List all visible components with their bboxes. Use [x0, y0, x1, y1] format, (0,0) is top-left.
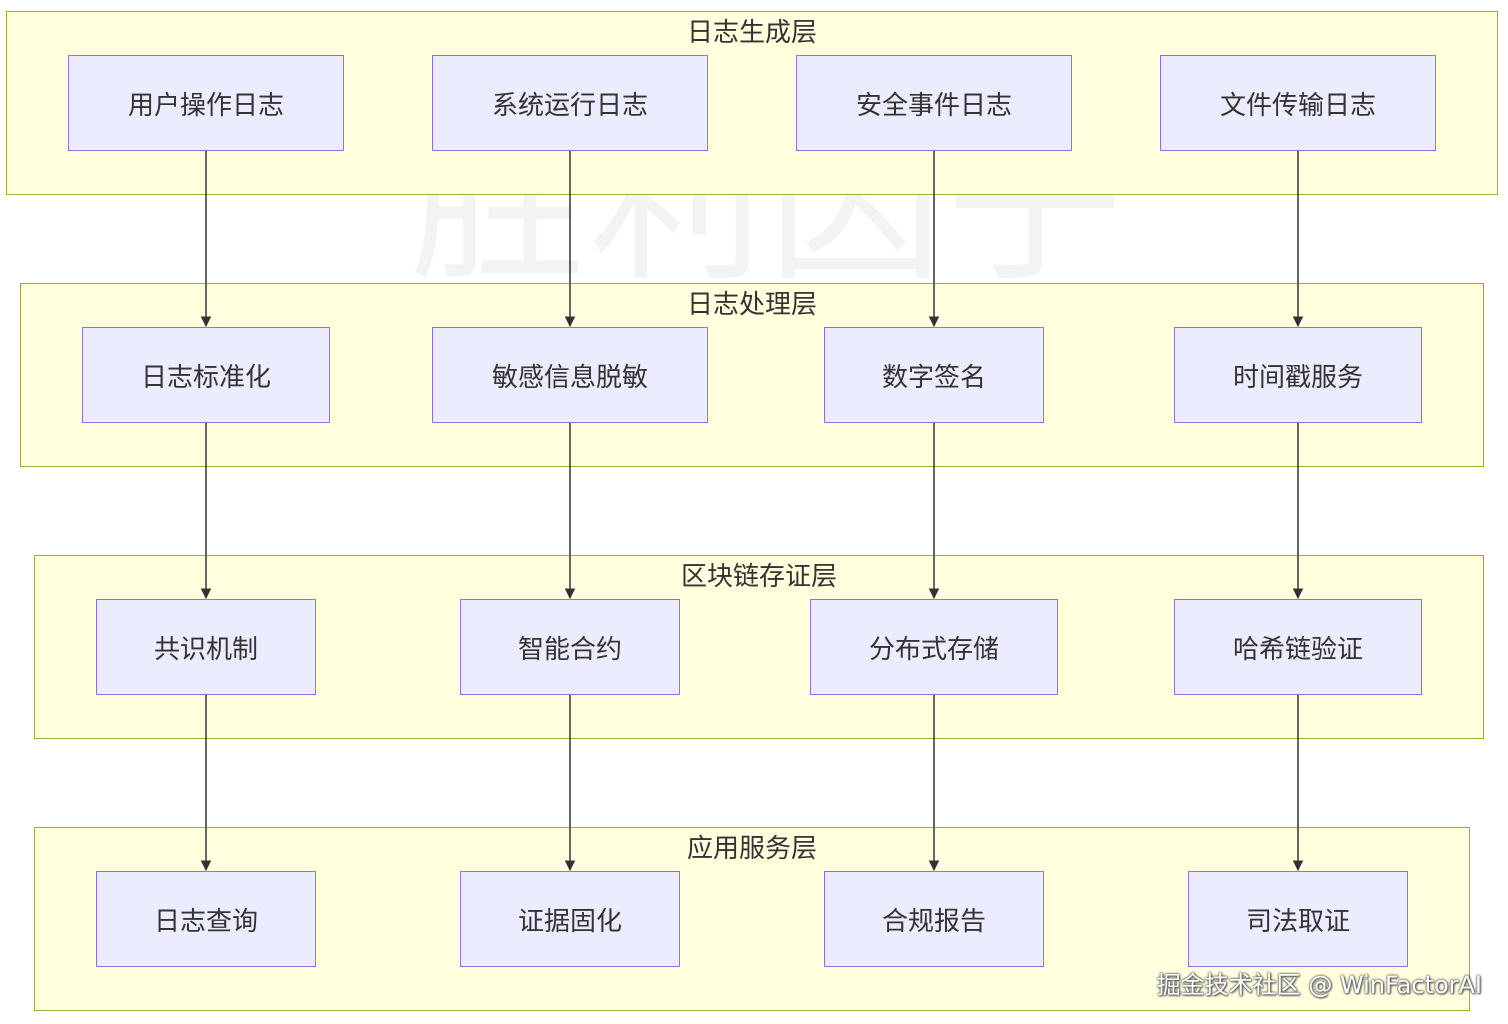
node-log-query: 日志查询	[96, 871, 316, 967]
node-log-standardization: 日志标准化	[82, 327, 330, 423]
node-evidence-fixation: 证据固化	[460, 871, 680, 967]
node-security-event-log: 安全事件日志	[796, 55, 1072, 151]
node-distributed-storage: 分布式存储	[810, 599, 1058, 695]
node-smart-contract: 智能合约	[460, 599, 680, 695]
node-digital-signature: 数字签名	[824, 327, 1044, 423]
node-hash-chain-verification: 哈希链验证	[1174, 599, 1422, 695]
layer-title: 应用服务层	[686, 834, 817, 864]
node-consensus: 共识机制	[96, 599, 316, 695]
node-file-transfer-log: 文件传输日志	[1160, 55, 1436, 151]
node-timestamp-service: 时间戳服务	[1174, 327, 1422, 423]
node-compliance-report: 合规报告	[824, 871, 1044, 967]
layer-title: 区块链存证层	[680, 562, 837, 592]
layer-title: 日志处理层	[686, 290, 817, 320]
layer-title: 日志生成层	[686, 18, 817, 48]
node-judicial-forensics: 司法取证	[1188, 871, 1408, 967]
node-system-run-log: 系统运行日志	[432, 55, 708, 151]
node-user-operation-log: 用户操作日志	[68, 55, 344, 151]
node-data-masking: 敏感信息脱敏	[432, 327, 708, 423]
credit-text: 掘金技术社区 @ WinFactorAI	[1156, 971, 1482, 999]
